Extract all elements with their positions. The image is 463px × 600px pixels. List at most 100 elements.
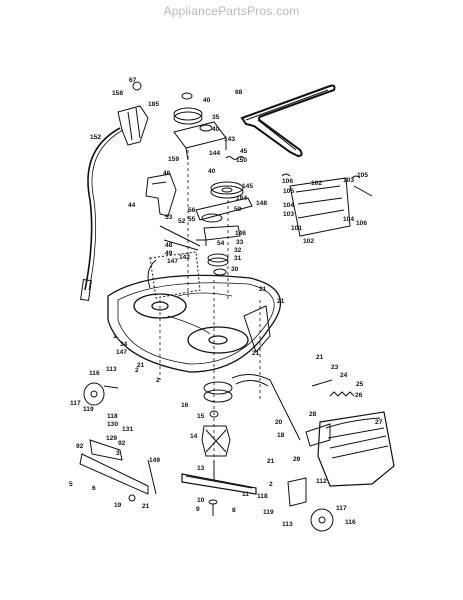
drive-belt (240, 84, 336, 158)
deflector-plate (281, 173, 373, 237)
part-label: 24 (340, 372, 348, 379)
deck-shield-outline (149, 251, 201, 299)
part-label: 13 (197, 465, 205, 472)
rear-bracket-112 (287, 477, 307, 507)
part-label: 102 (311, 180, 323, 187)
idler-arm (195, 197, 253, 241)
cable-assembly (80, 127, 124, 302)
bracket-185 (117, 105, 149, 146)
part-label: 15 (197, 413, 205, 420)
part-label: 112 (316, 478, 327, 485)
part-label: 56 (188, 207, 196, 214)
part-label: 8 (232, 507, 236, 514)
part-label: 142 (179, 254, 191, 261)
part-label: 118 (257, 493, 268, 500)
part-label: 40 (208, 168, 216, 175)
part-label: 19 (114, 502, 122, 509)
part-label: 21 (277, 298, 285, 305)
part-label: 40 (212, 126, 220, 133)
part-label: 92 (118, 440, 126, 447)
deflector-bracket (243, 305, 271, 353)
part-label: 152 (90, 134, 102, 141)
part-label: 21 (142, 503, 150, 510)
part-label: 21 (137, 362, 145, 369)
part-label: 21 (316, 354, 324, 361)
part-label: 52 (178, 218, 186, 225)
part-label: 117 (336, 505, 347, 512)
part-label: 45 (240, 148, 248, 155)
part-label: 46 (163, 170, 171, 177)
part-label: 11 (242, 491, 249, 498)
part-label: 23 (331, 364, 339, 371)
mower-deck (107, 274, 282, 373)
part-label: 28 (309, 411, 317, 418)
side-shield-147 (147, 259, 157, 289)
blade-adapter-10 (208, 499, 218, 505)
part-label: 21 (252, 350, 260, 357)
part-label: 103 (283, 211, 295, 218)
part-label: 44 (128, 202, 136, 209)
part-label: 101 (291, 225, 303, 232)
part-label: 118 (107, 413, 118, 420)
part-label: 53 (165, 214, 173, 221)
part-label: 2 (135, 367, 139, 374)
part-label: 67 (129, 77, 137, 84)
part-label: 3 (116, 450, 120, 457)
part-label: 117 (70, 400, 81, 407)
part-label: 102 (303, 238, 315, 245)
part-label: 18 (277, 432, 285, 439)
part-label: 150 (236, 157, 248, 164)
part-label: 144 (209, 150, 221, 157)
part-label: 149 (149, 457, 161, 464)
part-label: 68 (235, 89, 243, 96)
part-label: 105 (357, 172, 369, 179)
part-label: 119 (263, 509, 274, 516)
part-label: 116 (89, 370, 100, 377)
idler-pulley-145 (210, 181, 244, 199)
spring-25 (329, 391, 355, 397)
part-label: 27 (375, 419, 383, 426)
knob-67 (132, 81, 142, 91)
part-label: 184 (236, 195, 248, 202)
part-label: 147 (116, 349, 128, 356)
rear-baffle (305, 411, 395, 487)
watermark: AppliancePartsPros.com (163, 4, 300, 18)
part-label: 29 (293, 456, 301, 463)
part-label: 26 (355, 392, 363, 399)
part-label: 113 (106, 366, 117, 373)
part-label: 92 (76, 443, 84, 450)
part-label: 10 (197, 497, 205, 504)
part-label: 25 (356, 381, 364, 388)
part-label: 113 (282, 521, 293, 528)
part-label: 131 (122, 426, 134, 433)
part-label: 14 (190, 433, 198, 440)
part-label: 35 (212, 114, 220, 121)
part-label: 129 (106, 435, 118, 442)
part-label: 159 (168, 156, 180, 163)
part-label: 6 (92, 485, 96, 492)
part-label: 5 (69, 481, 73, 488)
spring-150 (225, 156, 245, 160)
part-label: 34 (120, 341, 128, 348)
part-label: 119 (83, 406, 94, 413)
part-label: 21 (267, 458, 275, 465)
belt-shield (145, 173, 177, 217)
part-label: 103 (343, 177, 355, 184)
part-label: 104 (343, 216, 355, 223)
part-label: 1 (113, 333, 117, 340)
part-label: 33 (236, 239, 244, 246)
part-label: 16 (181, 402, 189, 409)
part-label: 146 (235, 230, 247, 237)
part-label: 55 (188, 216, 196, 223)
part-label: 49 (165, 250, 173, 257)
part-label: 143 (224, 136, 236, 143)
part-label: 31 (234, 255, 242, 262)
lever-23 (311, 379, 333, 387)
part-label: 32 (234, 247, 242, 254)
part-label: 130 (107, 421, 119, 428)
part-label: 105 (283, 188, 295, 195)
front-hanger (79, 439, 157, 502)
part-label: 9 (196, 506, 200, 513)
